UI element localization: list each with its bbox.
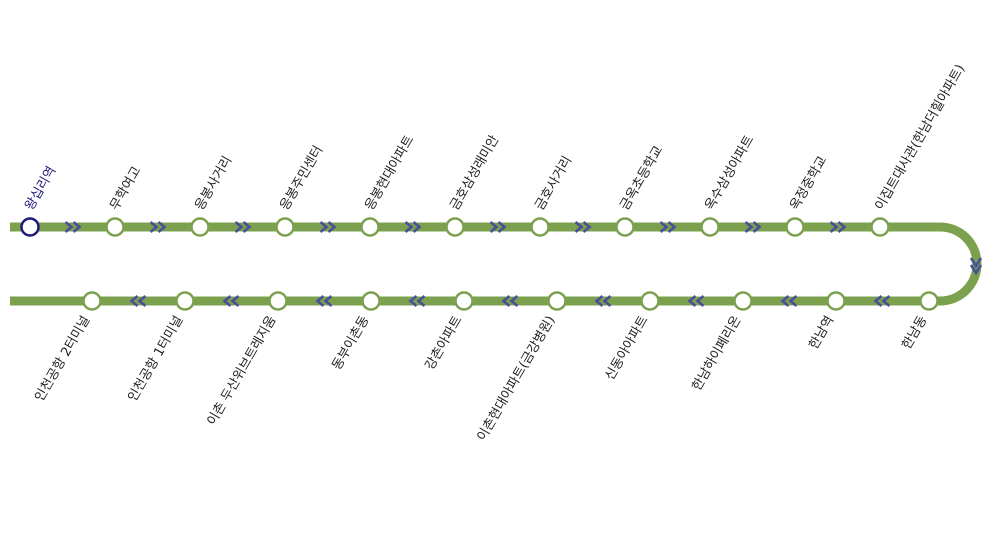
station-labels: 왕십리역 무학여고 응봉사거리 응봉주민센터 응봉현대아파트 금호삼성래미안 금호사거리 금옥… — [22, 62, 968, 444]
direction-arrow-icon — [501, 295, 511, 307]
direction-arrow-icon — [788, 295, 798, 307]
station-label: 이집트대사관(한남더힐아파트) — [872, 62, 968, 213]
station-label: 옥수삼성아파트 — [702, 133, 757, 213]
station-marker — [785, 217, 805, 237]
station-marker — [275, 217, 295, 237]
direction-arrow-icon — [594, 295, 604, 307]
stations — [20, 217, 939, 311]
direction-arrow-icon — [969, 257, 983, 269]
station-marker — [919, 291, 939, 311]
direction-arrow-icon — [489, 221, 499, 233]
station-marker — [105, 217, 125, 237]
station-label: 한남하이페리온 — [690, 313, 745, 393]
direction-arrow-icon — [157, 221, 167, 233]
direction-arrow-icon — [416, 295, 426, 307]
station-label: 인천공항 1터미널 — [125, 314, 186, 405]
direction-arrow-icon — [242, 221, 252, 233]
station-marker — [870, 217, 890, 237]
direction-arrow-icon — [234, 221, 244, 233]
direction-arrow-icon — [687, 295, 697, 307]
station-marker — [547, 291, 567, 311]
direction-arrow-icon — [752, 221, 762, 233]
station-label: 한남역 — [807, 314, 838, 353]
station-marker — [82, 291, 102, 311]
direction-arrow-icon — [408, 295, 418, 307]
station-label: 금호사거리 — [532, 154, 575, 213]
direction-arrow-icon — [780, 295, 790, 307]
direction-arrow-icon — [582, 221, 592, 233]
direction-arrow-icon — [129, 295, 139, 307]
direction-arrow-icon — [72, 221, 82, 233]
station-label: 이촌 두산위브트레지움 — [205, 313, 280, 428]
direction-arrow-icon — [149, 221, 159, 233]
route-line — [10, 222, 982, 306]
direction-arrow-icon — [602, 295, 612, 307]
station-label: 강촌아파트 — [423, 313, 466, 372]
station-label: 응봉현대아파트 — [362, 133, 417, 213]
station-label: 금호삼성래미안 — [447, 133, 502, 213]
station-label: 금옥초등학교 — [617, 143, 666, 213]
station-marker — [361, 291, 381, 311]
direction-arrow-icon — [659, 221, 669, 233]
station-label: 왕십리역 — [22, 164, 59, 213]
station-marker — [445, 217, 465, 237]
direction-arrow-icon — [404, 221, 414, 233]
direction-arrow-icon — [744, 221, 754, 233]
direction-arrow-icon — [509, 295, 519, 307]
direction-arrow-icon — [829, 221, 839, 233]
direction-arrow-icon — [323, 295, 333, 307]
station-marker — [175, 291, 195, 311]
station-label: 옥정중학교 — [787, 154, 830, 213]
direction-arrow-icon — [327, 221, 337, 233]
direction-arrow-icon — [837, 221, 847, 233]
direction-arrow-icon — [64, 221, 74, 233]
direction-arrow-icon — [881, 295, 891, 307]
direction-arrow-icon — [319, 221, 329, 233]
station-label: 신동아아파트 — [603, 313, 652, 383]
direction-arrows — [64, 221, 983, 307]
station-label: 응봉사거리 — [192, 154, 235, 213]
station-label: 동부이촌동 — [330, 313, 373, 372]
direction-arrow-icon — [873, 295, 883, 307]
station-label: 무학여고 — [107, 164, 144, 213]
direction-arrow-icon — [497, 221, 507, 233]
station-marker — [454, 291, 474, 311]
station-label: 인천공항 2터미널 — [32, 314, 93, 405]
station-marker — [826, 291, 846, 311]
station-marker — [700, 217, 720, 237]
station-marker — [640, 291, 660, 311]
station-marker — [530, 217, 550, 237]
station-marker — [190, 217, 210, 237]
station-start-marker — [20, 217, 40, 237]
station-marker — [268, 291, 288, 311]
direction-arrow-icon — [574, 221, 584, 233]
direction-arrow-icon — [412, 221, 422, 233]
station-label: 이촌현대아파트(금강병원) — [475, 314, 559, 444]
station-marker — [615, 217, 635, 237]
station-label: 한남동 — [900, 313, 931, 352]
direction-arrow-icon — [137, 295, 147, 307]
station-marker — [360, 217, 380, 237]
station-label: 응봉주민센터 — [277, 143, 326, 213]
direction-arrow-icon — [222, 295, 232, 307]
direction-arrow-icon — [969, 264, 983, 276]
station-marker — [733, 291, 753, 311]
direction-arrow-icon — [315, 295, 325, 307]
direction-arrow-icon — [695, 295, 705, 307]
direction-arrow-icon — [667, 221, 677, 233]
direction-arrow-icon — [230, 295, 240, 307]
